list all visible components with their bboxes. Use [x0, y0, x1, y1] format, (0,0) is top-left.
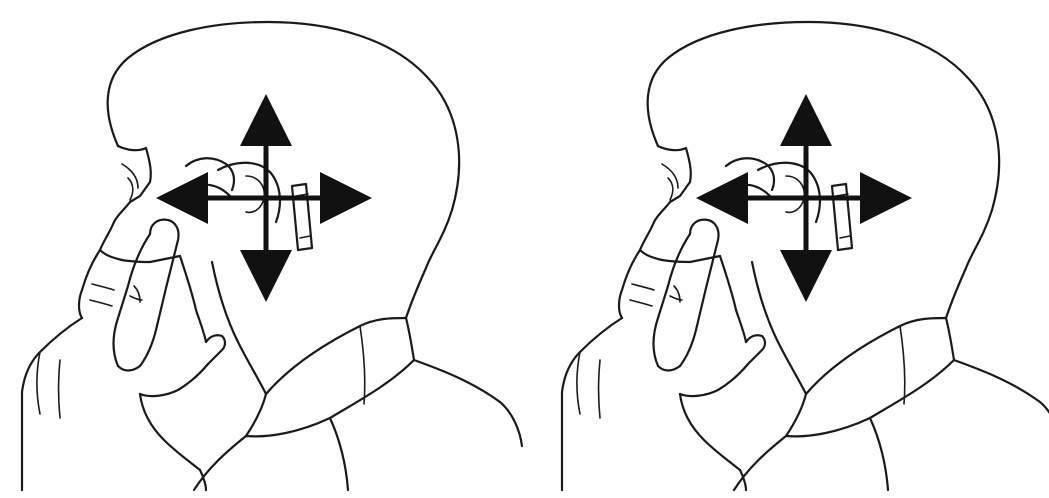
arrow-left-icon [696, 172, 748, 224]
panel-right [530, 0, 1049, 498]
panel-left [0, 0, 530, 498]
move-arrows-right [696, 94, 912, 302]
arrow-right-icon [320, 172, 372, 224]
arrow-down-icon [780, 250, 832, 302]
arrow-left-icon [156, 172, 208, 224]
arrow-up-icon [780, 94, 832, 146]
arrow-up-icon [240, 94, 292, 146]
person-illustration-right [530, 0, 1049, 498]
person-illustration-left [0, 0, 530, 498]
move-arrows-left [156, 94, 372, 302]
arrow-down-icon [240, 250, 292, 302]
arrow-right-icon [860, 172, 912, 224]
